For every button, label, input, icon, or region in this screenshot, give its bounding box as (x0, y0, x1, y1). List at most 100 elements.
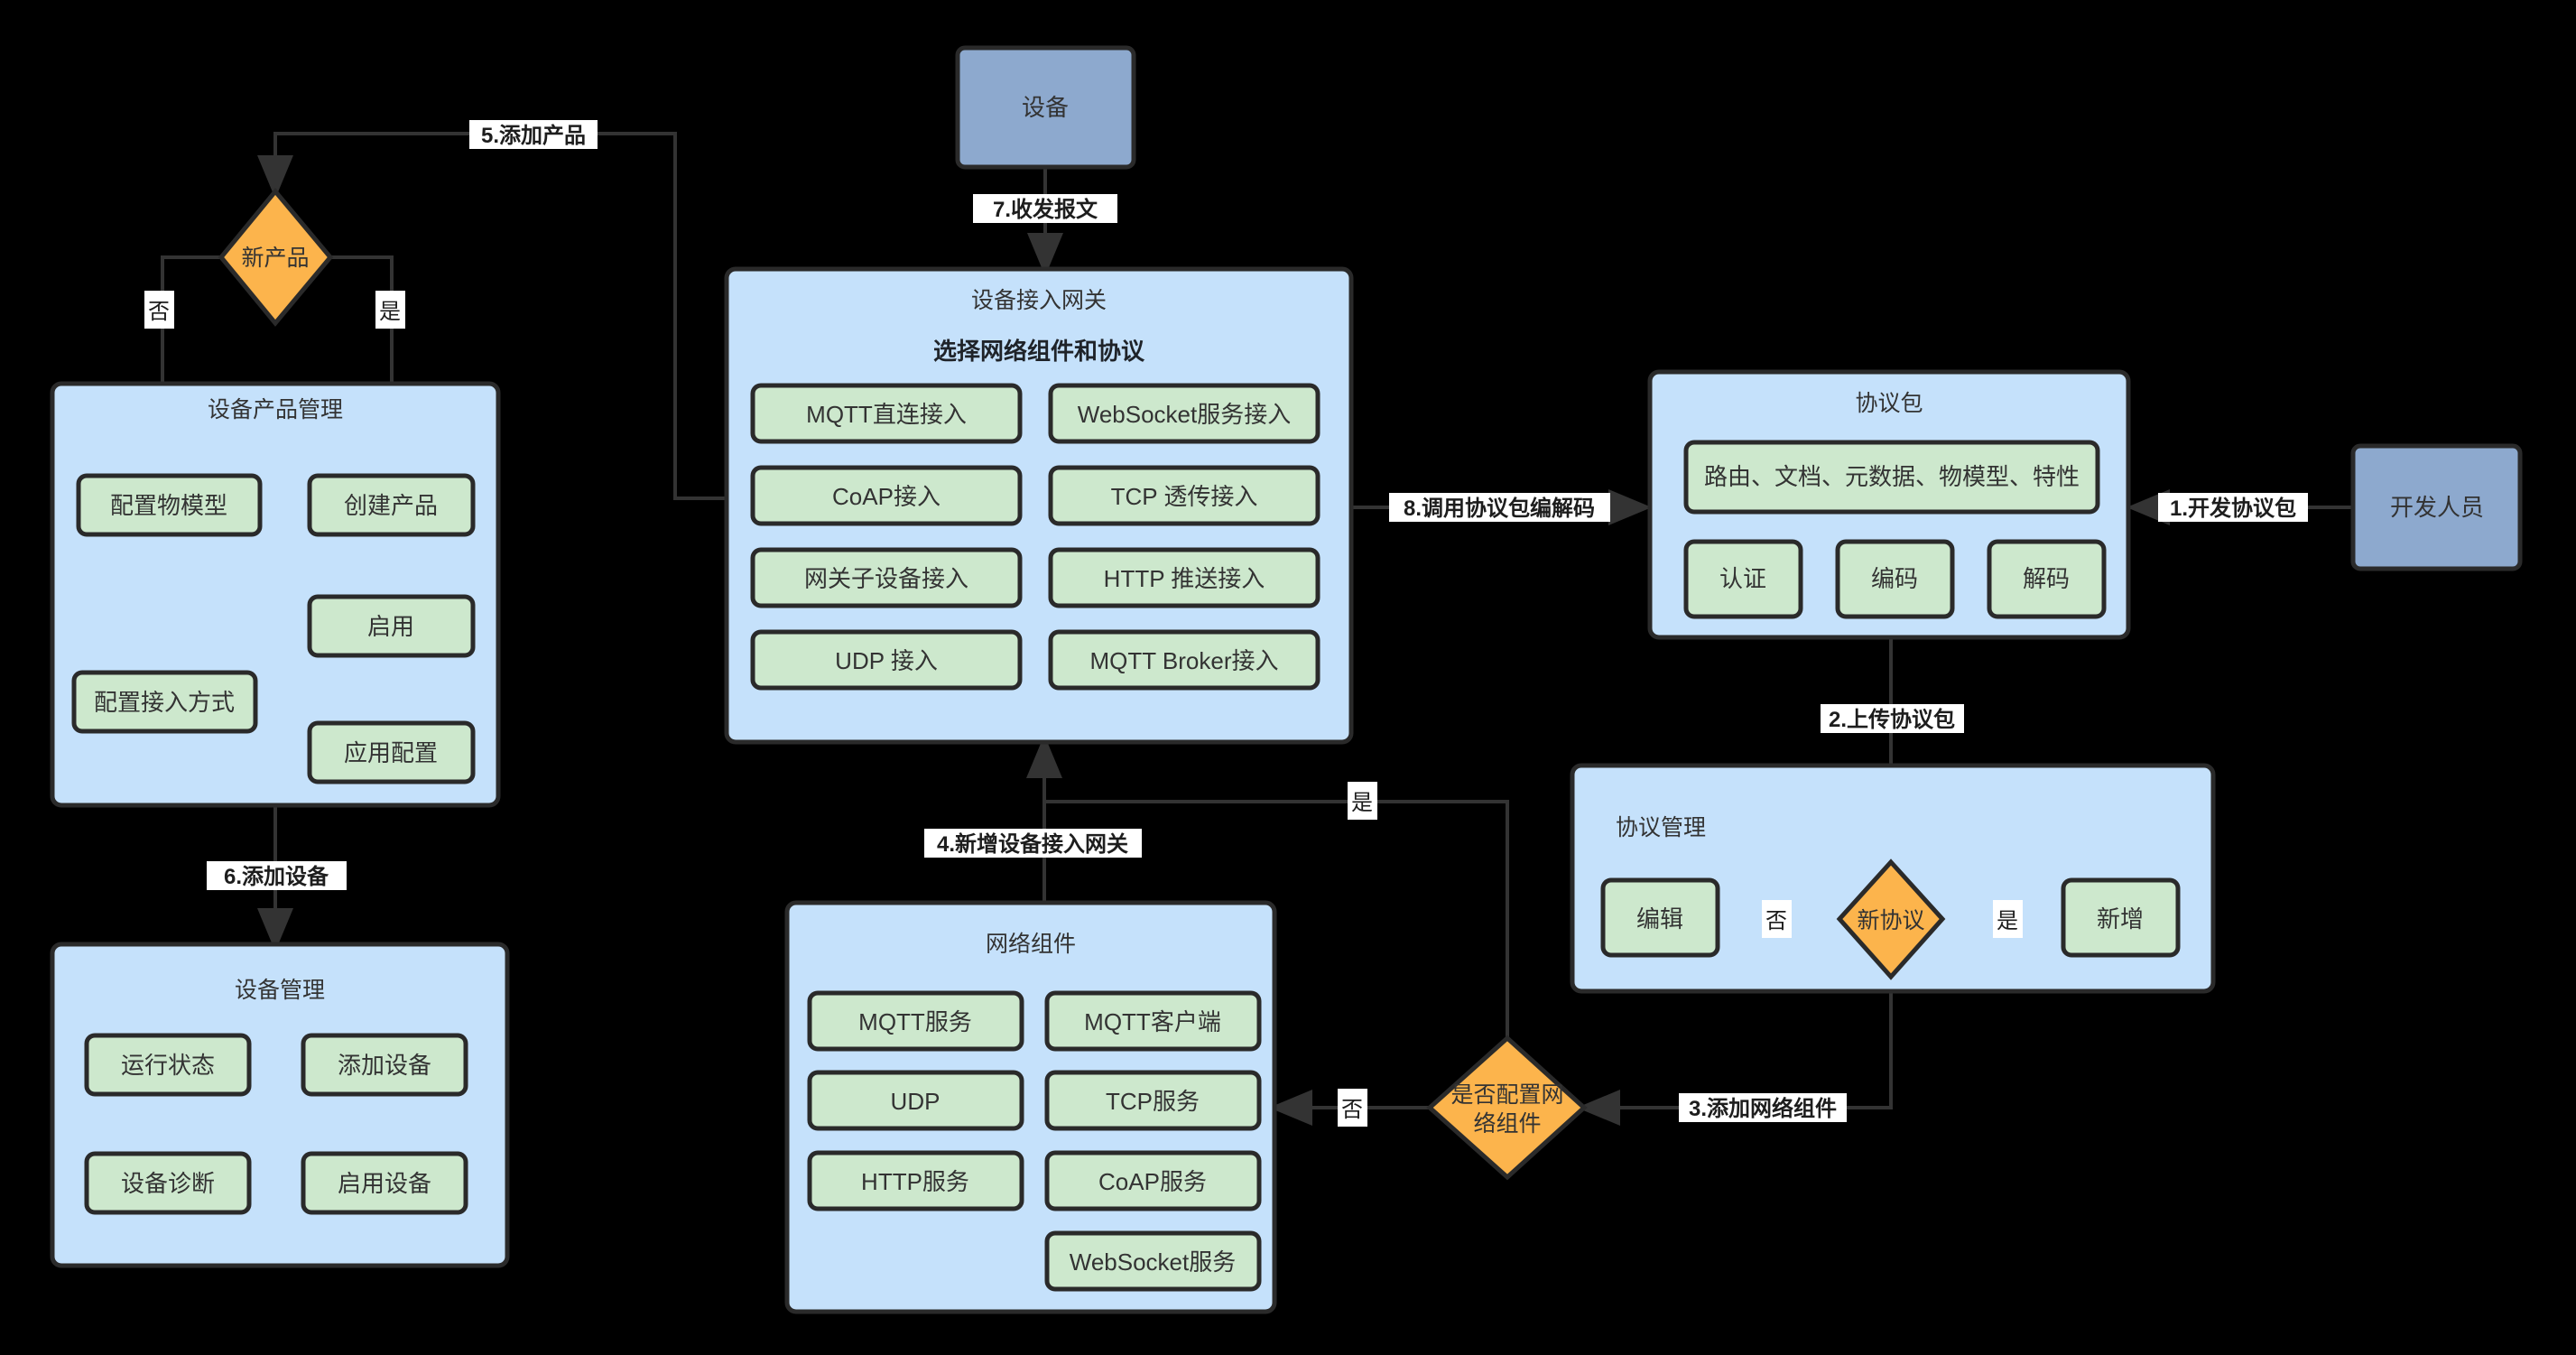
node-label: 配置物模型 (110, 492, 227, 519)
svg-text:否: 否 (1765, 909, 1787, 933)
node-label: 编码 (1871, 565, 1918, 592)
node-label: 启用 (367, 613, 414, 640)
node-enable-device[interactable]: 启用设备 (301, 1151, 468, 1215)
protocol-package-title: 协议包 (1855, 391, 1923, 416)
protocol-mgmt-title: 协议管理 (1616, 815, 1706, 840)
node-config-thing-model[interactable]: 配置物模型 (76, 473, 263, 537)
edge-1-label: 1.开发协议包 (2158, 493, 2308, 522)
edge-4-line (1026, 735, 1509, 1038)
network-components-title: 网络组件 (986, 932, 1076, 957)
label-product-no: 否 (144, 291, 174, 329)
protocol-node-metadata[interactable]: 路由、文档、元数据、物模型、特性 (1683, 440, 2100, 515)
protocol-mgmt-node-edit[interactable]: 编辑 (1600, 877, 1720, 958)
svg-text:2.上传协议包: 2.上传协议包 (1829, 707, 1955, 732)
gateway-node-coap[interactable]: CoAP接入 (750, 465, 1023, 526)
protocol-node-auth[interactable]: 认证 (1683, 539, 1803, 619)
svg-text:6.添加设备: 6.添加设备 (224, 864, 329, 889)
node-label: 应用配置 (344, 739, 438, 766)
protocol-mgmt-node-add[interactable]: 新增 (2061, 877, 2181, 958)
node-app-config[interactable]: 应用配置 (307, 720, 476, 784)
gateway-node-websocket[interactable]: WebSocket服务接入 (1048, 383, 1320, 444)
label-protocol-no: 否 (1762, 900, 1792, 938)
gateway-node-mqtt-direct[interactable]: MQTT直连接入 (750, 383, 1023, 444)
svg-text:是: 是 (1351, 791, 1373, 815)
node-device-label: 设备 (1022, 94, 1069, 121)
netcomp-node-mqtt-service[interactable]: MQTT服务 (807, 990, 1024, 1052)
gateway-node-subdevice[interactable]: 网关子设备接入 (750, 547, 1023, 608)
node-developer-label: 开发人员 (2390, 494, 2484, 521)
netcomp-node-http-service[interactable]: HTTP服务 (807, 1150, 1024, 1211)
container-device-access-gateway: 设备接入网关 选择网络组件和协议 MQTT直连接入 WebSocket服务接入 … (724, 266, 1354, 745)
svg-text:5.添加产品: 5.添加产品 (481, 123, 586, 148)
netcomp-node-websocket-service[interactable]: WebSocket服务 (1044, 1230, 1262, 1292)
edge-3-line (1577, 977, 1893, 1126)
gateway-node-label: MQTT直连接入 (806, 401, 967, 428)
edge-6-label: 6.添加设备 (207, 861, 347, 890)
node-config-access-mode[interactable]: 配置接入方式 (71, 670, 258, 734)
label-product-yes: 是 (375, 291, 405, 329)
gateway-node-udp[interactable]: UDP 接入 (750, 629, 1023, 691)
node-label: UDP (891, 1088, 941, 1115)
edge-8-label: 8.调用协议包编解码 (1389, 493, 1610, 522)
decision-configure-network-line2: 络组件 (1473, 1111, 1541, 1137)
svg-text:3.添加网络组件: 3.添加网络组件 (1689, 1096, 1837, 1121)
netcomp-node-udp[interactable]: UDP (807, 1070, 1024, 1131)
netcomp-node-mqtt-client[interactable]: MQTT客户端 (1044, 990, 1262, 1052)
edge-7-label: 7.收发报文 (973, 194, 1117, 223)
node-device-diagnosis[interactable]: 设备诊断 (84, 1151, 252, 1215)
edge-3-label: 3.添加网络组件 (1679, 1093, 1847, 1122)
gateway-node-label: MQTT Broker接入 (1090, 647, 1279, 674)
svg-text:是: 是 (1997, 909, 2018, 933)
node-label: 设备诊断 (121, 1170, 215, 1197)
node-device[interactable]: 设备 (955, 45, 1136, 170)
gateway-title: 设备接入网关 (971, 288, 1107, 313)
label-network-yes: 是 (1348, 782, 1377, 820)
svg-text:是: 是 (379, 300, 401, 324)
label-network-no: 否 (1338, 1089, 1367, 1127)
node-label: 运行状态 (121, 1052, 215, 1079)
node-run-status[interactable]: 运行状态 (84, 1033, 252, 1097)
gateway-node-label: TCP 透传接入 (1111, 483, 1258, 510)
gateway-node-mqtt-broker[interactable]: MQTT Broker接入 (1048, 629, 1320, 691)
node-label: HTTP服务 (861, 1168, 969, 1195)
gateway-node-label: WebSocket服务接入 (1078, 401, 1291, 428)
node-label: 新增 (2097, 905, 2144, 933)
label-protocol-yes: 是 (1993, 900, 2023, 938)
decision-new-product[interactable]: 新产品 (218, 188, 334, 327)
decision-new-product-label: 新产品 (241, 246, 309, 271)
gateway-node-label: HTTP 推送接入 (1104, 565, 1265, 592)
edge-2-label: 2.上传协议包 (1821, 704, 1964, 733)
protocol-node-encode[interactable]: 编码 (1835, 539, 1955, 619)
container-protocol-mgmt: 协议管理 编辑 新增 新协议 (1570, 763, 2216, 994)
device-mgmt-title: 设备管理 (235, 978, 325, 1003)
node-label: WebSocket服务 (1070, 1248, 1236, 1276)
node-label: 创建产品 (344, 492, 438, 519)
node-add-device[interactable]: 添加设备 (301, 1033, 468, 1097)
netcomp-node-coap-service[interactable]: CoAP服务 (1044, 1150, 1262, 1211)
svg-text:7.收发报文: 7.收发报文 (993, 197, 1098, 222)
node-create-product[interactable]: 创建产品 (307, 473, 476, 537)
netcomp-node-tcp-service[interactable]: TCP服务 (1044, 1070, 1262, 1131)
svg-text:否: 否 (148, 300, 170, 324)
gateway-node-label: 网关子设备接入 (804, 565, 968, 592)
node-label: 编辑 (1636, 905, 1683, 933)
svg-text:1.开发协议包: 1.开发协议包 (2170, 496, 2296, 521)
decision-new-protocol[interactable]: 新协议 (1836, 858, 1946, 980)
node-developer[interactable]: 开发人员 (2350, 443, 2523, 571)
edge-5-line (257, 132, 727, 500)
node-label: TCP服务 (1106, 1088, 1200, 1115)
protocol-node-decode[interactable]: 解码 (1987, 539, 2107, 619)
node-enable[interactable]: 启用 (307, 594, 476, 658)
decision-configure-network[interactable]: 是否配置网 络组件 (1426, 1035, 1588, 1181)
svg-text:否: 否 (1341, 1098, 1363, 1122)
gateway-node-tcp[interactable]: TCP 透传接入 (1048, 465, 1320, 526)
container-device-mgmt: 设备管理 运行状态 添加设备 设备诊断 启用设备 (50, 942, 510, 1268)
decision-new-protocol-label: 新协议 (1857, 908, 1924, 933)
gateway-node-http[interactable]: HTTP 推送接入 (1048, 547, 1320, 608)
gateway-node-label: CoAP接入 (832, 483, 941, 510)
node-label: MQTT服务 (858, 1008, 972, 1035)
node-label: 解码 (2023, 565, 2070, 592)
node-label: 添加设备 (338, 1052, 431, 1079)
